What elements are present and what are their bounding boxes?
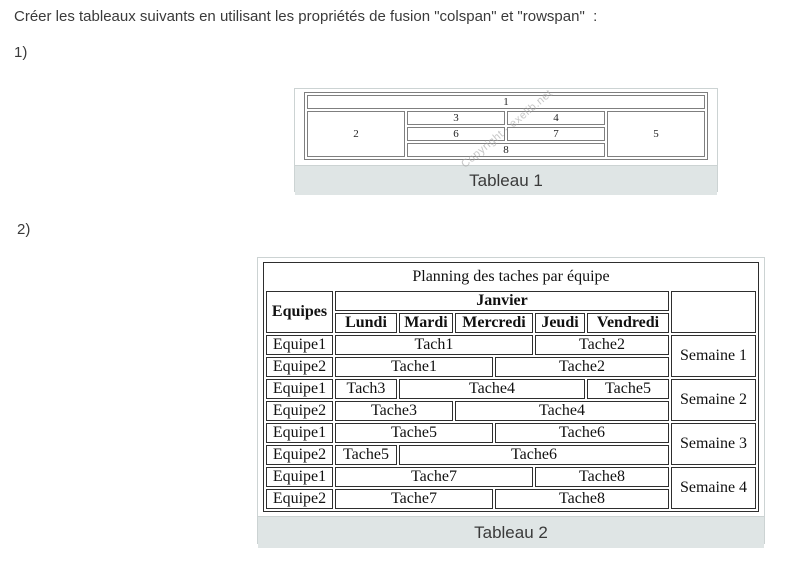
table-row: 6 7 (307, 127, 705, 141)
header-vendredi: Vendredi (586, 313, 669, 333)
demo-table-1: 1 2 3 4 5 6 7 8 (304, 92, 708, 160)
task-cell: Tache2 (534, 335, 669, 355)
header-lundi: Lundi (334, 313, 397, 333)
team-cell: Equipe1 (265, 335, 333, 355)
table-row: Equipe2 Tache1 Tache2 (265, 357, 756, 377)
cell-7: 7 (507, 127, 605, 141)
task-cell: Tache8 (534, 467, 669, 487)
team-cell: Equipe2 (265, 401, 333, 421)
planning-table: Planning des taches par équipe Equipes J… (262, 262, 760, 512)
header-jeudi: Jeudi (534, 313, 585, 333)
header-row-days: Lundi Mardi Mercredi Jeudi Vendredi (266, 313, 756, 333)
team-cell: Equipe2 (265, 445, 333, 465)
team-cell: Equipe2 (265, 357, 333, 377)
header-mardi: Mardi (398, 313, 453, 333)
item-2-label: 2) (17, 221, 31, 238)
figure-2-body: Planning des taches par équipe Equipes J… (258, 262, 764, 516)
task-cell: Tach3 (334, 379, 397, 399)
task-cell: Tache8 (494, 489, 669, 509)
cell-8: 8 (407, 143, 605, 157)
header-equipes: Equipes (265, 291, 333, 333)
table-row: 8 (307, 143, 705, 157)
task-cell: Tache1 (334, 357, 493, 377)
table-title-row: Planning des taches par équipe (266, 265, 756, 289)
figure-1-body: 1 2 3 4 5 6 7 8 Copyright - exelib.net (295, 87, 717, 171)
table-title: Planning des taches par équipe (412, 268, 610, 285)
table-row: Equipe2 Tache7 Tache8 (265, 489, 756, 509)
team-cell: Equipe1 (265, 423, 333, 443)
task-cell: Tache4 (398, 379, 585, 399)
item-1-label: 1) (14, 44, 28, 61)
table-row: Equipe1 Tach1 Tache2 Semaine 1 (265, 335, 757, 377)
table-row: Equipe2 Tache3 Tache4 (265, 401, 756, 421)
cell-6: 6 (407, 127, 505, 141)
task-cell: Tache3 (334, 401, 453, 421)
figure-2-caption: Tableau 2 (258, 516, 764, 548)
task-cell: Tache6 (398, 445, 669, 465)
instruction-text: Créer les tableaux suivants en utilisant… (14, 8, 598, 25)
task-cell: Tache6 (494, 423, 669, 443)
task-cell: Tache4 (454, 401, 669, 421)
task-cell: Tache5 (334, 445, 397, 465)
week-cell: Semaine 4 (670, 467, 757, 509)
cell-3: 3 (407, 111, 505, 125)
week-cell: Semaine 2 (670, 379, 757, 421)
week-cell: Semaine 1 (670, 335, 757, 377)
team-cell: Equipe1 (265, 467, 333, 487)
team-cell: Equipe2 (265, 489, 333, 509)
team-cell: Equipe1 (265, 379, 333, 399)
header-janvier: Janvier (334, 291, 669, 311)
task-cell: Tache7 (334, 489, 493, 509)
task-cell: Tache5 (586, 379, 669, 399)
table-row: Equipe1 Tache5 Tache6 Semaine 3 (265, 423, 757, 465)
figure-tableau-1: 1 2 3 4 5 6 7 8 Copyright - exelib.net T… (294, 87, 718, 195)
table-row: 1 (307, 95, 705, 109)
task-cell: Tache7 (334, 467, 533, 487)
cell-2: 2 (307, 111, 405, 157)
task-cell: Tache5 (334, 423, 493, 443)
header-mercredi: Mercredi (454, 313, 533, 333)
figure-tableau-2: Planning des taches par équipe Equipes J… (257, 257, 765, 548)
cell-4: 4 (507, 111, 605, 125)
cell-5: 5 (607, 111, 705, 157)
table-row: 2 3 4 5 (307, 111, 705, 157)
table-row: Equipe1 Tach3 Tache4 Tache5 Semaine 2 (265, 379, 757, 421)
task-cell: Tach1 (334, 335, 533, 355)
task-cell: Tache2 (494, 357, 669, 377)
table-row: Equipe2 Tache5 Tache6 (265, 445, 756, 465)
header-row-month: Equipes Janvier (265, 291, 757, 333)
cell-1: 1 (307, 95, 705, 109)
header-week-empty-cell (670, 291, 757, 333)
week-cell: Semaine 3 (670, 423, 757, 465)
figure-1-caption: Tableau 1 (295, 165, 717, 195)
table-row: Equipe1 Tache7 Tache8 Semaine 4 (265, 467, 757, 509)
